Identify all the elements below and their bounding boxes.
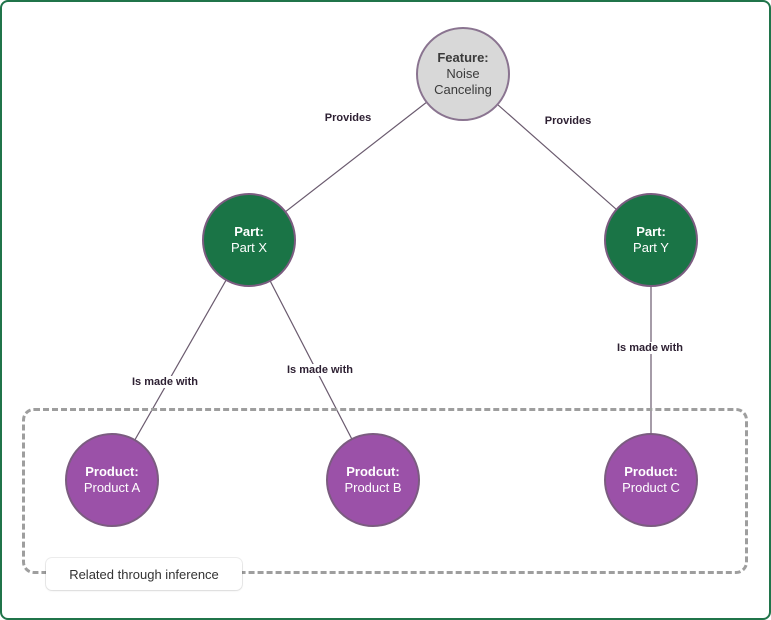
node-part-y[interactable]: Part: Part Y <box>604 193 698 287</box>
node-title: Product: <box>85 463 139 479</box>
node-product-c[interactable]: Product: Product C <box>604 433 698 527</box>
inference-annotation-label: Related through inference <box>69 566 219 582</box>
edge-label-made-with-c: Is made with <box>613 342 687 354</box>
edge-label-provides-right: Provides <box>541 115 595 127</box>
node-title: Product: <box>624 463 678 479</box>
node-title: Feature: <box>437 49 489 65</box>
inference-annotation[interactable]: Related through inference <box>46 558 242 590</box>
node-part-x[interactable]: Part: Part X <box>202 193 296 287</box>
node-subtitle: Part X <box>230 240 268 255</box>
node-product-a[interactable]: Product: Product A <box>65 433 159 527</box>
node-feature-noise-canceling[interactable]: Feature: Noise Canceling <box>416 27 510 121</box>
node-subtitle: Product B <box>344 480 402 495</box>
node-title: Prodcut: <box>346 463 400 479</box>
node-subtitle: Part Y <box>633 240 669 255</box>
edge-label-made-with-a: Is made with <box>128 376 202 388</box>
node-subtitle: Product A <box>83 480 141 495</box>
node-product-b[interactable]: Prodcut: Product B <box>326 433 420 527</box>
node-title: Part: <box>636 223 666 239</box>
node-title: Part: <box>234 223 264 239</box>
edge-label-made-with-b: Is made with <box>283 364 357 376</box>
node-subtitle: Product C <box>622 480 680 495</box>
inference-group-box[interactable] <box>22 408 748 574</box>
edge-label-provides-left: Provides <box>321 112 375 124</box>
node-subtitle: Noise Canceling <box>434 65 492 98</box>
